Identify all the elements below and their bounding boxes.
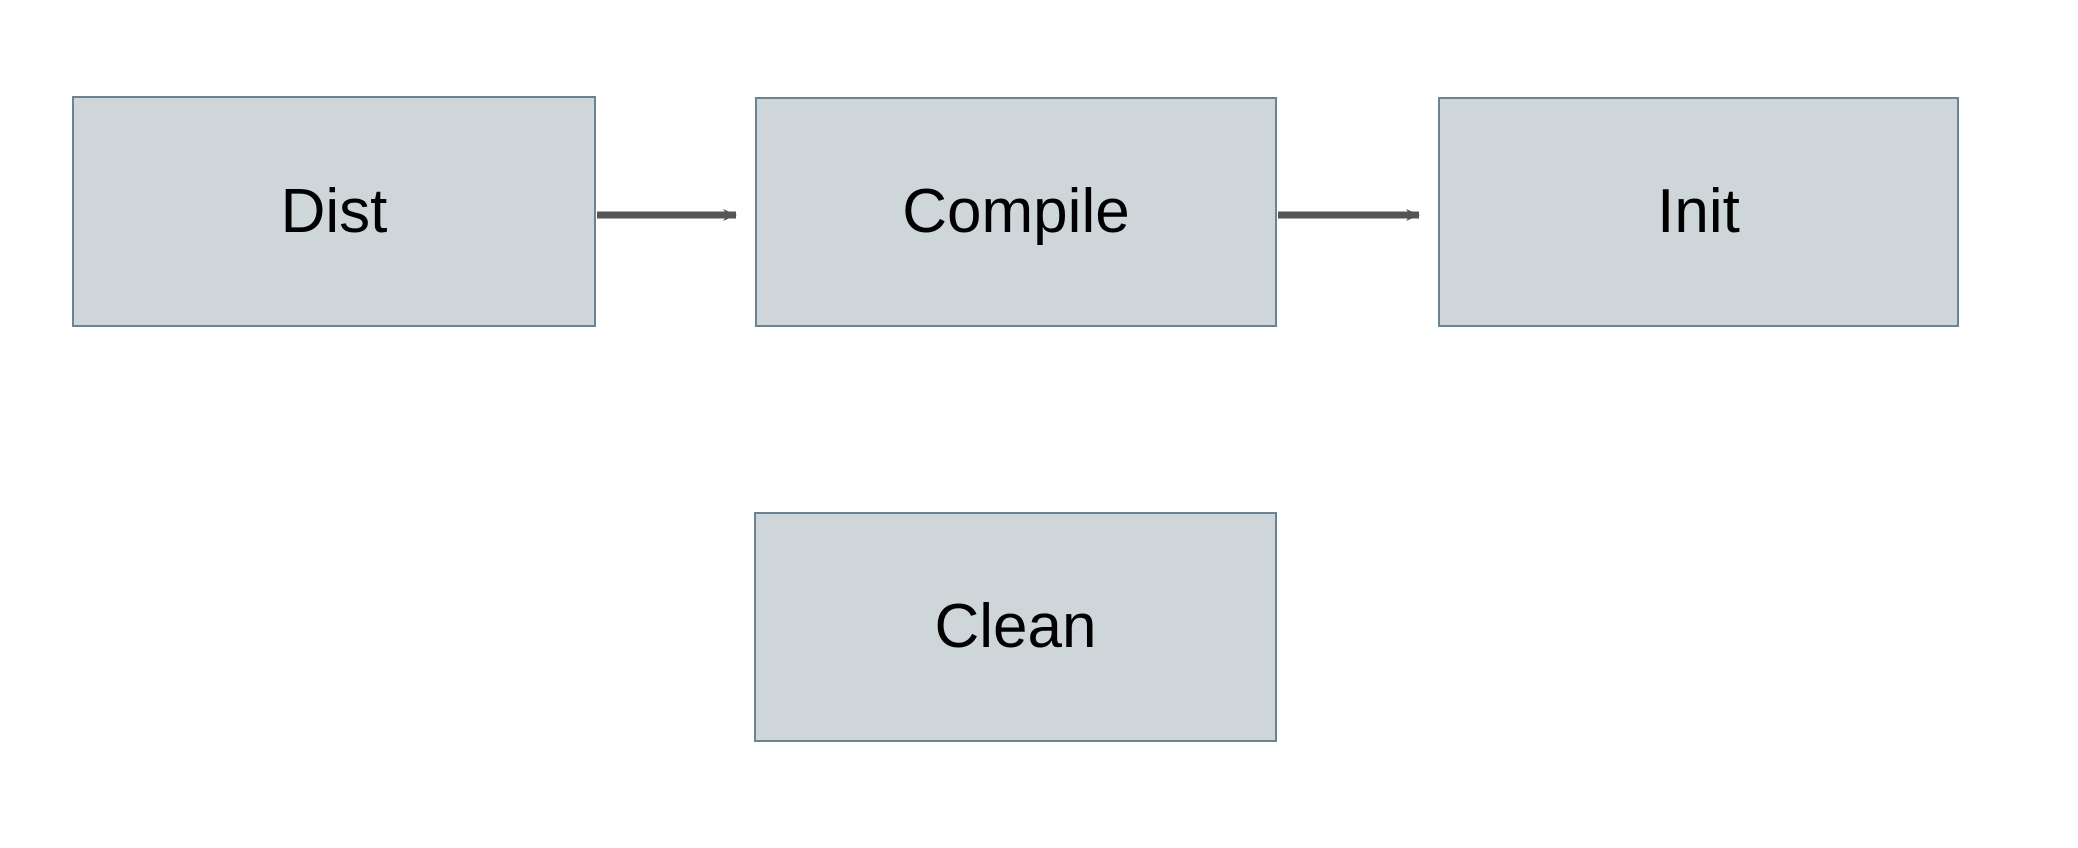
node-init-label: Init xyxy=(1657,177,1740,246)
node-compile[interactable]: Compile xyxy=(755,97,1277,327)
node-compile-label: Compile xyxy=(902,177,1130,246)
node-init[interactable]: Init xyxy=(1438,97,1959,327)
node-dist-label: Dist xyxy=(280,176,388,246)
node-dist[interactable]: Dist xyxy=(72,96,596,327)
node-clean[interactable]: Clean xyxy=(754,512,1277,742)
node-clean-label: Clean xyxy=(934,592,1097,661)
